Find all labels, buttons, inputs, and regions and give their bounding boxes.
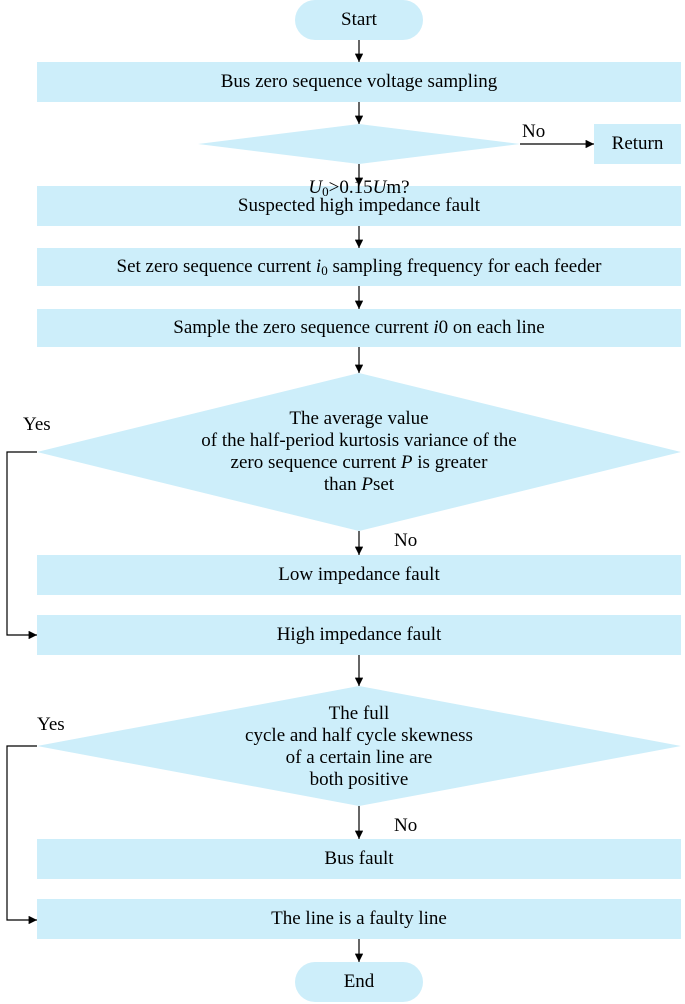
return-box: Return [594,124,681,164]
decision2-line1: The average value [289,408,429,429]
label-no-decision2: No [394,530,418,551]
label-no-decision1: No [522,121,546,142]
arrow-yes-to-faulty [6,745,37,925]
decision-diamond-voltage [198,124,520,164]
bus-sampling-label: Bus zero sequence voltage sampling [220,71,498,92]
decision3-line2: cycle and half cycle skewness [245,725,473,746]
decision2-line4: than Pset [323,474,395,495]
decision3-line3: of a certain line are [285,747,433,768]
decision3-line1: The full [328,703,390,724]
decision3-text: The full cycle and half cycle skewness o… [209,703,509,791]
return-label: Return [611,133,664,154]
end-label: End [343,971,375,992]
decision2-text: The average value of the half-period kur… [159,408,559,496]
sample-current-label: Sample the zero sequence current i0 on e… [173,317,545,338]
decision2-line2: of the half-period kurtosis variance of … [201,430,517,451]
set-frequency-box: Set zero sequence current i0 sampling fr… [37,248,681,286]
low-impedance-label: Low impedance fault [278,564,440,585]
suspected-fault-box: Suspected high impedance fault [37,186,681,226]
set-frequency-label: Set zero sequence current i0 sampling fr… [116,256,602,278]
label-yes-decision3: Yes [37,714,65,735]
label-no-decision3: No [394,815,418,836]
end-terminal: End [295,962,423,1002]
low-impedance-box: Low impedance fault [37,555,681,595]
bus-fault-label: Bus fault [324,848,394,869]
decision1-text: U0>0.15Um? [308,177,410,199]
start-label: Start [341,9,377,30]
suspected-fault-label: Suspected high impedance fault [237,195,481,216]
bus-fault-box: Bus fault [37,839,681,879]
bus-sampling-box: Bus zero sequence voltage sampling [37,62,681,102]
faulty-line-label: The line is a faulty line [271,908,447,929]
decision-diamond-skewness [37,686,681,806]
arrow-yes-to-high [6,451,37,640]
sample-current-box: Sample the zero sequence current i0 on e… [37,309,681,347]
high-impedance-box: High impedance fault [37,615,681,655]
decision3-line4: both positive [309,769,409,790]
label-yes-decision2: Yes [23,414,51,435]
decision2-line3: zero sequence current P is greater [230,452,488,473]
high-impedance-label: High impedance fault [276,624,442,645]
start-terminal: Start [295,0,423,40]
faulty-line-box: The line is a faulty line [37,899,681,939]
decision-diamond-kurtosis [37,373,681,531]
